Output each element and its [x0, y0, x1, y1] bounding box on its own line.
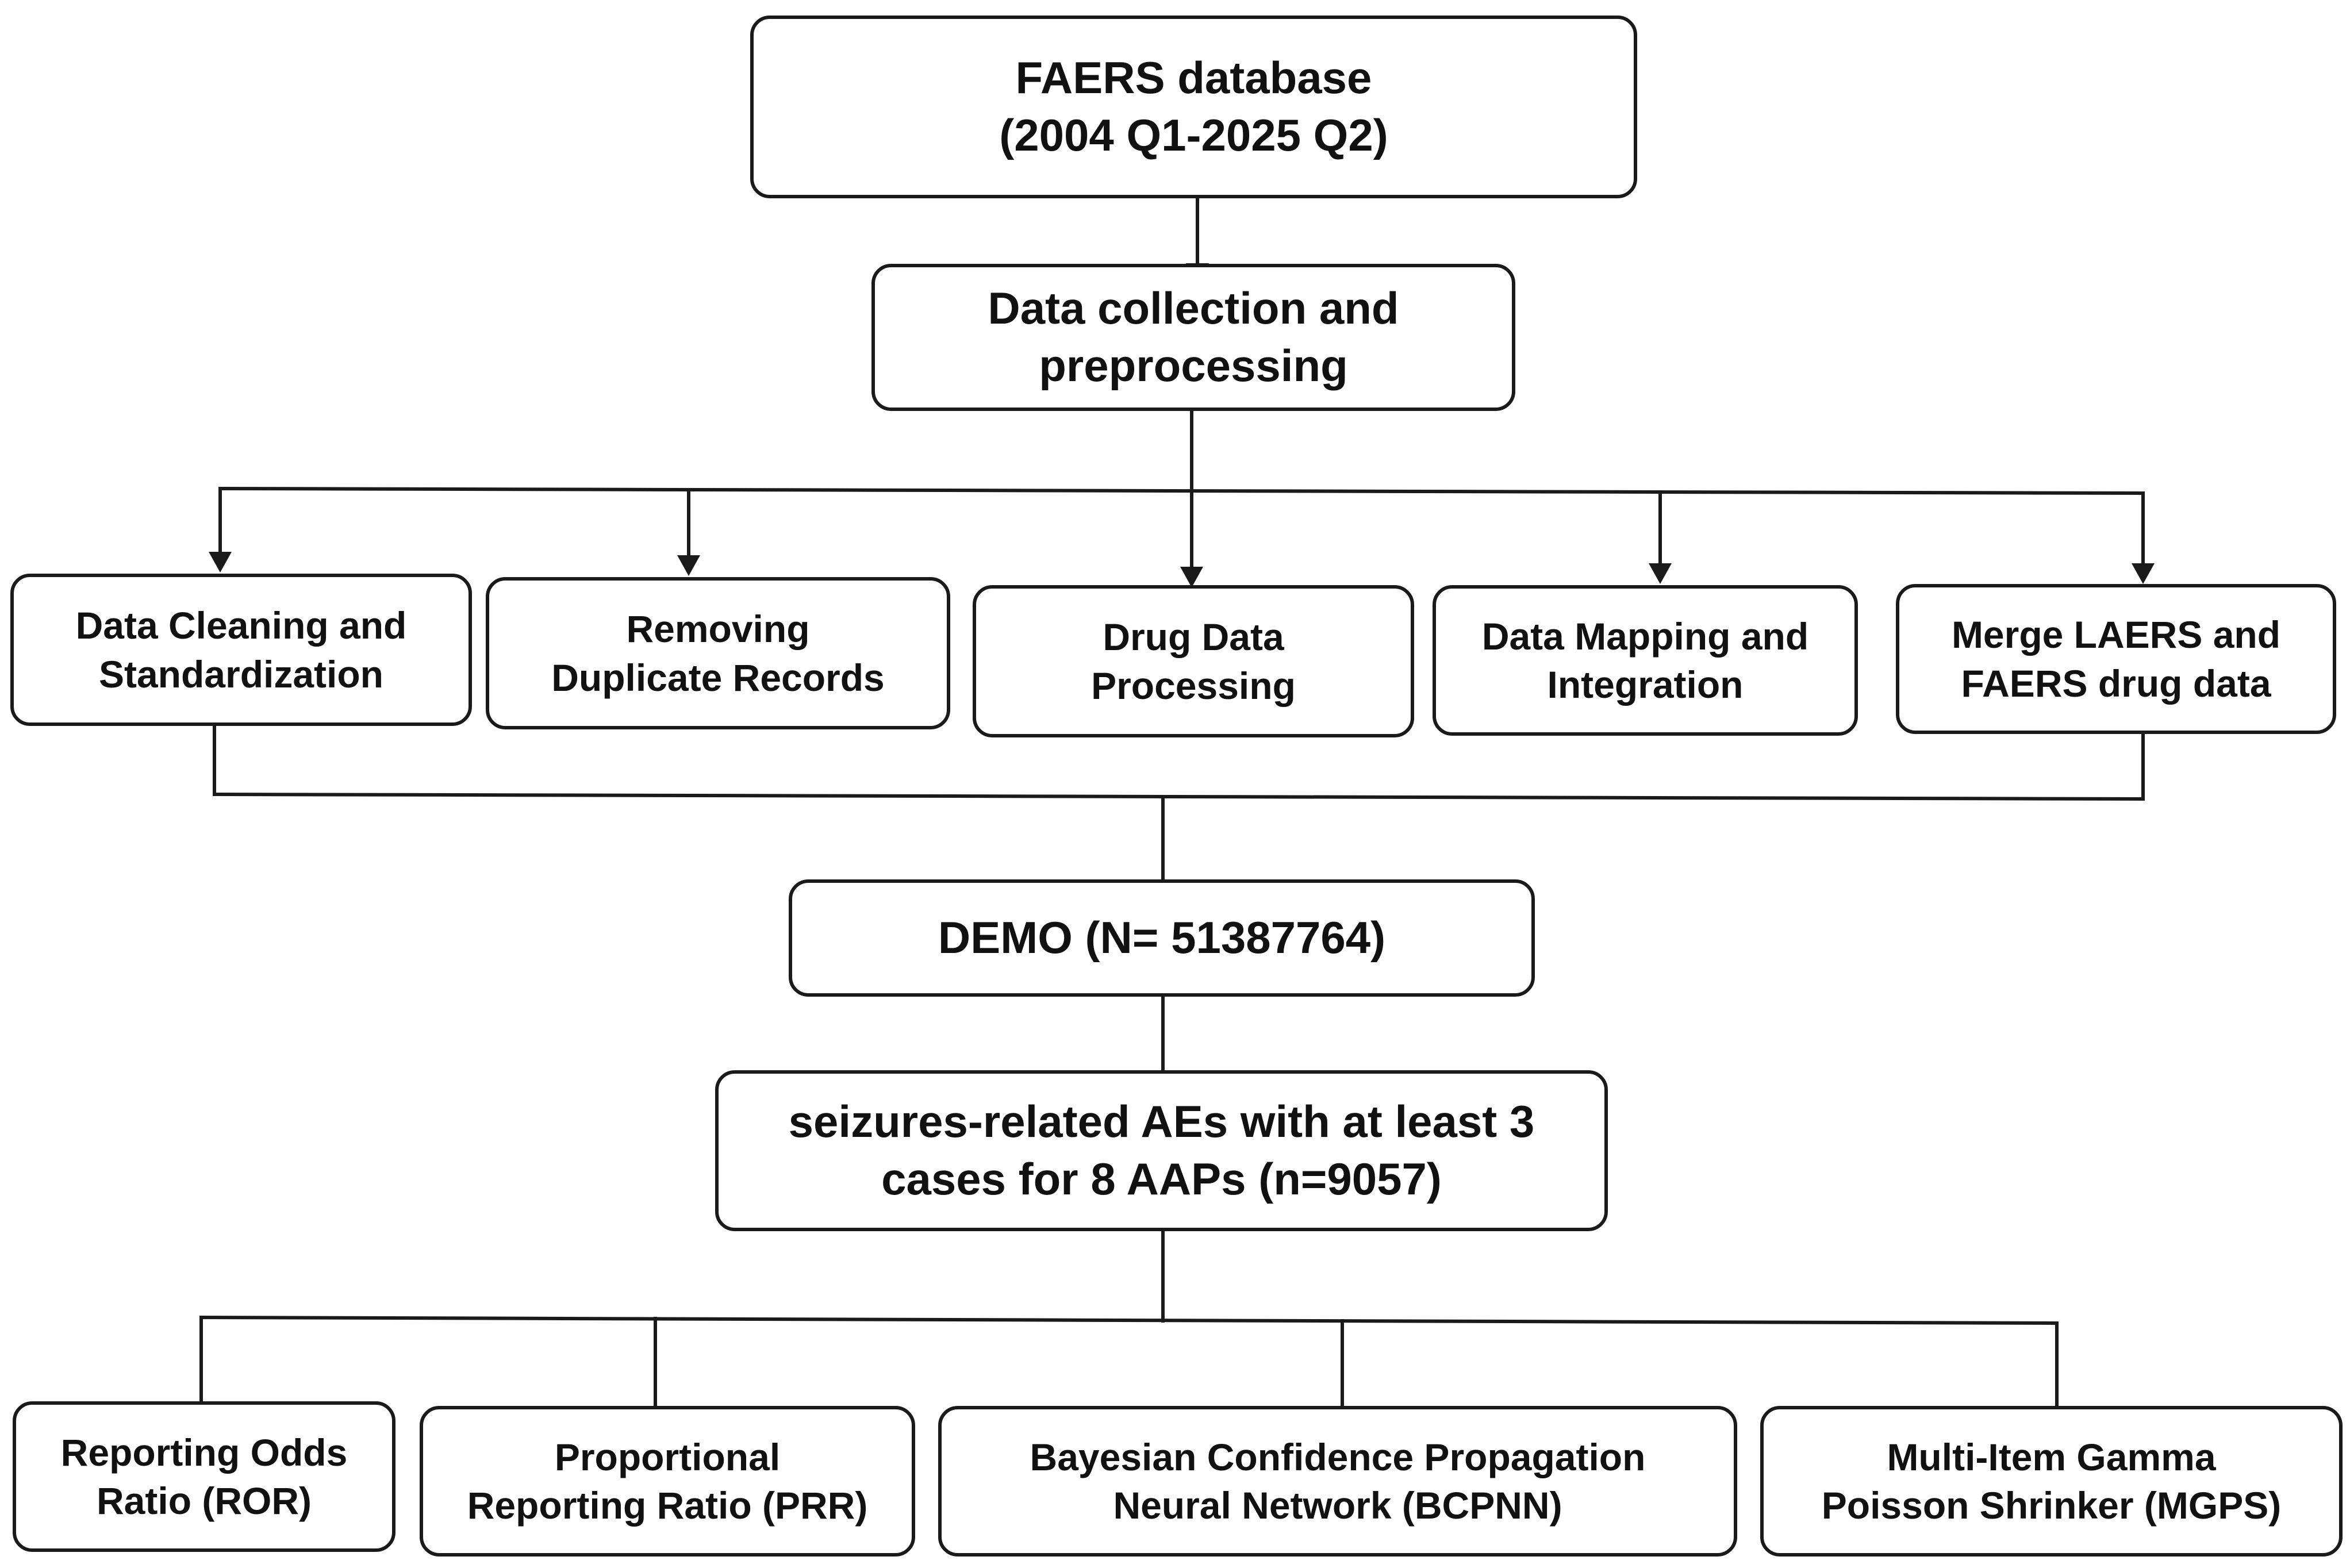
method-3-line2: Neural Network (BCPNN) — [1113, 1484, 1562, 1527]
branch-bar-methods — [199, 1315, 2059, 1325]
step-box-merge: Merge LAERS and FAERS drug data — [1896, 584, 2336, 734]
step-5-line2: FAERS drug data — [1961, 662, 2271, 705]
method-2-line2: Reporting Ratio (PRR) — [467, 1484, 868, 1527]
data-collection-line2: preprocessing — [1039, 340, 1348, 391]
method-3-line1: Bayesian Confidence Propagation — [1030, 1435, 1646, 1478]
method-4-line2: Poisson Shrinker (MGPS) — [1821, 1484, 2282, 1527]
method-box-prr: Proportional Reporting Ratio (PRR) — [420, 1406, 915, 1557]
seizures-cases-line2: cases for 8 AAPs (n=9057) — [881, 1154, 1442, 1204]
method-1-line1: Reporting Odds — [60, 1431, 348, 1474]
arrowhead-step-2 — [677, 555, 700, 576]
faers-database-period: (2004 Q1-2025 Q2) — [999, 110, 1388, 160]
arrowhead-step-3 — [1180, 567, 1203, 587]
seizures-cases-line1: seizures-related AEs with at least 3 — [788, 1096, 1535, 1147]
method-box-mgps: Multi-Item Gamma Poisson Shrinker (MGPS) — [1760, 1406, 2343, 1557]
step-box-mapping: Data Mapping and Integration — [1433, 585, 1858, 736]
step-2-line1: Removing — [626, 608, 810, 651]
step-4-line2: Integration — [1547, 663, 1744, 706]
data-collection-box: Data collection and preprocessing — [871, 264, 1515, 411]
arrowhead-step-4 — [1649, 563, 1672, 584]
step-2-line2: Duplicate Records — [551, 656, 885, 699]
method-box-ror: Reporting Odds Ratio (ROR) — [13, 1401, 395, 1552]
arrowhead-step-1 — [209, 552, 232, 572]
step-box-duplicates: Removing Duplicate Records — [486, 577, 950, 729]
step-box-cleaning: Data Cleaning and Standardization — [10, 574, 472, 726]
merge-bar-steps — [212, 792, 2145, 801]
arrowhead-step-5 — [2132, 563, 2155, 584]
step-3-line2: Processing — [1091, 664, 1296, 707]
demo-label: DEMO (N= 51387764) — [938, 912, 1386, 963]
branch-bar-steps — [218, 486, 2145, 495]
step-1-line2: Standardization — [98, 652, 384, 695]
faers-database-title: FAERS database — [1015, 52, 1372, 103]
step-1-line1: Data Cleaning and — [75, 604, 407, 647]
demo-box: DEMO (N= 51387764) — [789, 879, 1535, 997]
method-box-bcpnn: Bayesian Confidence Propagation Neural N… — [938, 1406, 1737, 1557]
step-box-drug-data: Drug Data Processing — [973, 585, 1414, 737]
method-1-line2: Ratio (ROR) — [97, 1479, 312, 1522]
seizures-cases-box: seizures-related AEs with at least 3 cas… — [715, 1070, 1608, 1231]
step-5-line1: Merge LAERS and — [1951, 613, 2281, 656]
method-2-line1: Proportional — [554, 1435, 781, 1478]
step-3-line1: Drug Data — [1103, 616, 1284, 659]
step-4-line1: Data Mapping and — [1481, 614, 1809, 658]
faers-database-box: FAERS database (2004 Q1-2025 Q2) — [750, 16, 1637, 198]
method-4-line1: Multi-Item Gamma — [1887, 1435, 2216, 1478]
data-collection-line1: Data collection and — [988, 283, 1399, 334]
